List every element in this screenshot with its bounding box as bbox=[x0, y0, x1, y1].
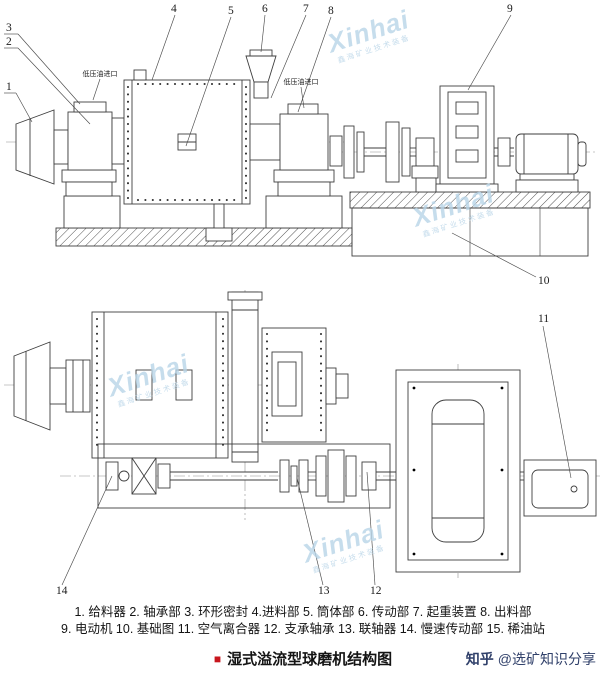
legend-line-1: 1. 给料器 2. 轴承部 3. 环形密封 4.进料部 5. 筒体部 6. 传动… bbox=[74, 605, 532, 619]
discharge-funnel bbox=[245, 49, 277, 99]
drive-train bbox=[329, 121, 439, 193]
caption-row: ■ 湿式溢流型球磨机结构图 知乎@选矿知识分享 bbox=[0, 648, 606, 674]
oil-inlet-label-right: 低压油进口 bbox=[284, 77, 319, 86]
red-square-bullet: ■ bbox=[213, 652, 222, 666]
callout-6: 6 bbox=[262, 3, 268, 15]
oil-inlet-label-left: 低压油进口 bbox=[83, 69, 118, 78]
mill-shell bbox=[123, 69, 251, 205]
legend-line-2: 9. 电动机 10. 基础图 11. 空气离合器 12. 支承轴承 13. 联轴… bbox=[61, 622, 545, 636]
drain-pipe bbox=[205, 203, 233, 242]
feeder bbox=[15, 109, 69, 185]
motor-plan bbox=[395, 369, 521, 573]
drive-line bbox=[97, 443, 396, 509]
callout-1: 1 bbox=[6, 81, 12, 93]
zhihu-brand: 知乎 bbox=[465, 651, 494, 667]
motor bbox=[494, 133, 587, 193]
callout-14: 14 bbox=[56, 585, 68, 597]
callout-7: 7 bbox=[303, 3, 309, 15]
frame-stand bbox=[435, 85, 499, 193]
diagram-title-text: 湿式溢流型球磨机结构图 bbox=[227, 651, 393, 668]
oil-station bbox=[520, 459, 597, 517]
zhihu-credit: 知乎@选矿知识分享 bbox=[466, 649, 596, 669]
callout-4: 4 bbox=[171, 3, 177, 15]
callout-10: 10 bbox=[538, 275, 550, 287]
parts-legend: 1. 给料器 2. 轴承部 3. 环形密封 4.进料部 5. 筒体部 6. 传动… bbox=[0, 604, 606, 638]
foundation bbox=[55, 191, 591, 257]
bottom-view-callouts: 11 12 13 14 bbox=[56, 313, 572, 597]
left-bearing bbox=[61, 101, 125, 197]
callout-9: 9 bbox=[507, 3, 513, 15]
bottom-view: 11 12 13 14 bbox=[4, 290, 600, 597]
right-bearing-plan bbox=[261, 327, 349, 443]
diagram-title: ■ 湿式溢流型球磨机结构图 bbox=[0, 648, 606, 669]
callout-12: 12 bbox=[370, 585, 382, 597]
top-view: 低压油进口 低压油进口 3 2 1 4 5 6 7 bbox=[4, 3, 598, 287]
callout-13: 13 bbox=[318, 585, 330, 597]
callout-3: 3 bbox=[6, 22, 12, 34]
zhihu-handle: @选矿知识分享 bbox=[497, 651, 596, 667]
shell-plan bbox=[91, 311, 229, 459]
discharge-column bbox=[227, 291, 263, 463]
callout-2: 2 bbox=[6, 36, 12, 48]
right-bearing bbox=[249, 103, 335, 197]
callout-8: 8 bbox=[328, 5, 334, 17]
callout-5: 5 bbox=[228, 5, 234, 17]
technical-drawing: 低压油进口 低压油进口 3 2 1 4 5 6 7 bbox=[4, 3, 600, 597]
feeder-plan bbox=[13, 341, 91, 431]
top-view-callouts: 3 2 1 4 5 6 7 8 9 10 bbox=[4, 3, 550, 287]
callout-11: 11 bbox=[538, 313, 549, 325]
